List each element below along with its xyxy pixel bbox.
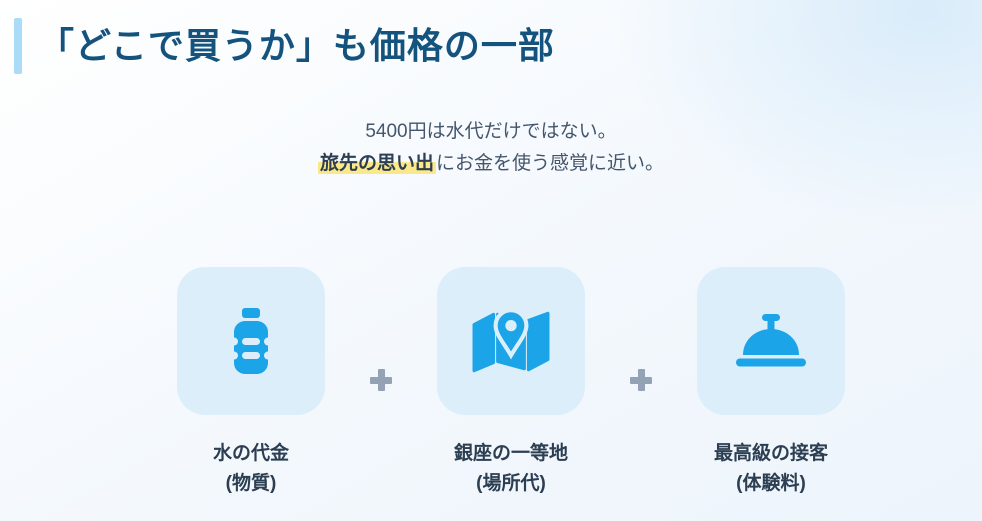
plus-icon [630,369,652,391]
intro-line-2-rest: にお金を使う感覚に近い。 [436,153,665,174]
item-label-water: 水の代金 (物質) [213,439,289,499]
item-label-service: 最高級の接客 (体験料) [714,439,828,499]
item-label-location: 銀座の一等地 (場所代) [454,439,568,499]
highlighted-phrase: 旅先の思い出 [317,153,436,174]
equation-item-location: 銀座の一等地 (場所代) [437,267,585,499]
plus-icon [370,369,392,391]
slide-header: 「どこで買うか」も価格の一部 [14,18,555,74]
icon-card-water [177,267,325,415]
page-title: 「どこで買うか」も価格の一部 [38,25,555,66]
accent-bar [14,18,22,74]
item-title: 最高級の接客 [713,443,828,464]
intro-text: 5400円は水代だけではない。 旅先の思い出にお金を使う感覚に近い。 [0,116,982,180]
item-subtitle: (物質) [225,473,277,494]
icon-card-service [697,267,845,415]
cloche-icon [736,314,806,367]
map-location-icon [472,308,550,373]
water-bottle-icon [231,308,271,374]
equation-item-service: 最高級の接客 (体験料) [697,267,845,499]
icon-card-location [437,267,585,415]
equation-item-water: 水の代金 (物質) [177,267,325,499]
item-title: 銀座の一等地 [453,443,568,464]
item-subtitle: (体験料) [736,473,806,494]
item-subtitle: (場所代) [476,473,546,494]
intro-line-1: 5400円は水代だけではない。 [365,121,617,142]
price-equation: 水の代金 (物質) 銀座の一等地 (場所代) [177,267,845,499]
item-title: 水の代金 [212,443,289,464]
intro-line-2: 旅先の思い出にお金を使う感覚に近い。 [0,148,982,180]
